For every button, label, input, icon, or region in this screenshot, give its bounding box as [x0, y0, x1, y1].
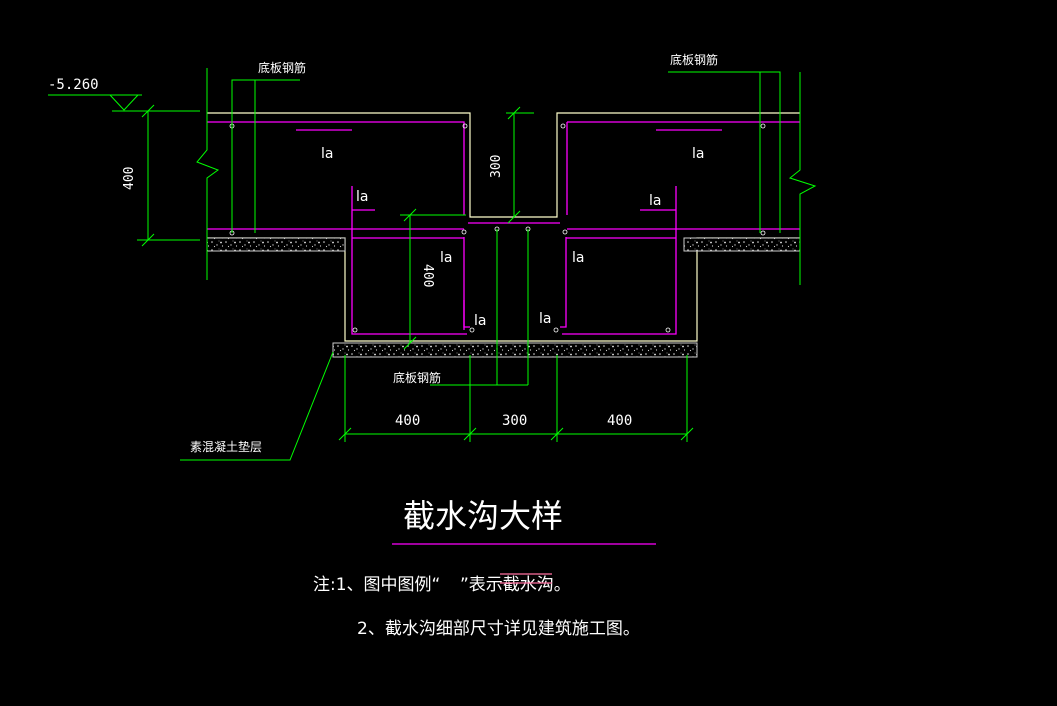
anchor-label: la: [321, 146, 333, 162]
leader-lines: [48, 68, 817, 461]
cushion-layer: [206, 237, 801, 358]
anchor-label: la: [440, 250, 452, 266]
rebar-label-bottom: 底板钢筋: [393, 370, 441, 385]
note-1-prefix: 注:1、图中图例“: [313, 575, 440, 595]
anchor-label: la: [692, 146, 704, 162]
rebar-label-left: 底板钢筋: [258, 60, 306, 75]
rebar-dots: [229, 123, 766, 333]
rebar-label-right: 底板钢筋: [670, 52, 718, 67]
anchor-label: la: [539, 311, 551, 327]
anchor-label: la: [572, 250, 584, 266]
anchor-label: la: [474, 313, 486, 329]
dim-depth-pit: 400: [420, 264, 435, 287]
note-2: 2、截水沟细部尺寸详见建筑施工图。: [357, 619, 640, 639]
dim-width-right: 400: [607, 413, 632, 429]
anchor-label: la: [356, 189, 368, 205]
anchor-label: la: [649, 193, 661, 209]
dim-width-mid: 300: [502, 413, 527, 429]
concrete-outline: [207, 112, 800, 342]
dim-depth-left: 400: [122, 167, 137, 190]
text-labels: -5.260 底板钢筋 底板钢筋 底板钢筋 素混凝土垫层 la la la la…: [48, 52, 718, 454]
elevation-label: -5.260: [48, 77, 99, 93]
note-1-suffix: ”表示截水沟。: [460, 575, 571, 595]
cushion-label: 素混凝土垫层: [190, 439, 262, 454]
dim-depth-trench: 300: [489, 155, 504, 178]
rebar-lines: [207, 121, 800, 335]
drawing-title: 截水沟大样: [403, 497, 563, 535]
dim-width-left: 400: [395, 413, 420, 429]
legend-trench-symbol: [500, 573, 552, 584]
